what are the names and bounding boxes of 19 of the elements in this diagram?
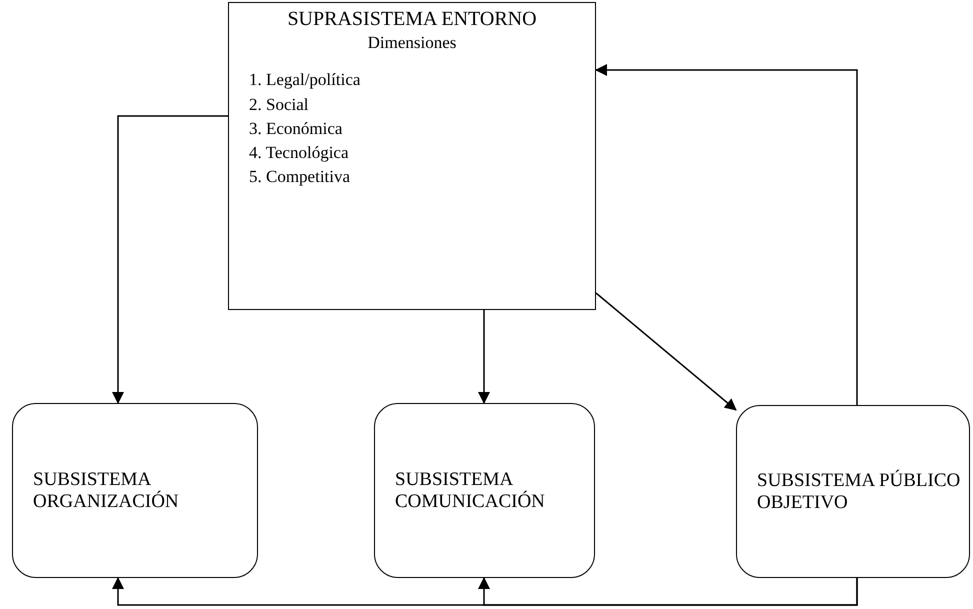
list-item: 4. Tecnológica bbox=[249, 142, 349, 164]
box-title: SUPRASISTEMA ENTORNO bbox=[287, 7, 537, 32]
subsystem-box bbox=[736, 405, 970, 578]
arrow bbox=[595, 64, 858, 405]
box-label: SUBSISTEMA ORGANIZACIÓN bbox=[33, 468, 180, 512]
list-item: 1. Legal/política bbox=[249, 69, 360, 90]
arrow bbox=[478, 310, 490, 404]
box-label: SUBSISTEMA COMUNICACIÓN bbox=[395, 468, 546, 512]
subsystem-box bbox=[12, 403, 258, 578]
list-item: 2. Social bbox=[249, 94, 308, 115]
box-subtitle: Dimensiones bbox=[368, 32, 456, 54]
arrow bbox=[478, 577, 858, 606]
box-label: SUBSISTEMA PÚBLICO OBJETIVO bbox=[757, 470, 961, 514]
arrow bbox=[596, 292, 737, 411]
subsystem-box bbox=[374, 403, 595, 578]
environment-box bbox=[228, 2, 596, 310]
list-item: 3. Económica bbox=[249, 118, 342, 139]
arrow bbox=[112, 115, 228, 404]
list-item: 5. Competitiva bbox=[249, 166, 350, 188]
